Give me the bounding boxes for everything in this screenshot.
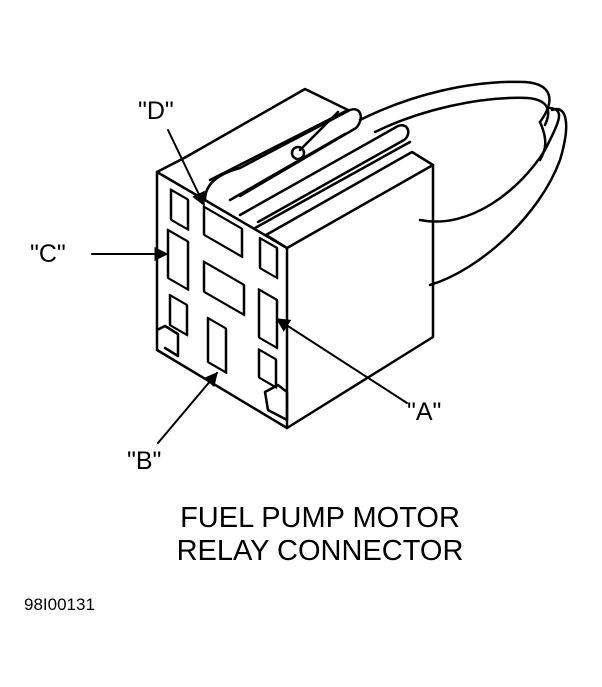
caption-line-2: RELAY CONNECTOR — [176, 535, 464, 567]
connector-body — [155, 87, 435, 430]
leader-lines — [91, 129, 408, 444]
label-b: "B" — [127, 447, 162, 475]
caption-line-1: FUEL PUMP MOTOR — [180, 502, 460, 534]
label-d: "D" — [138, 97, 174, 125]
figure-id: 98I00131 — [24, 595, 95, 614]
leader-d — [167, 129, 205, 207]
leader-a — [275, 318, 408, 404]
leader-b — [157, 371, 218, 444]
label-a: "A" — [407, 398, 442, 426]
wire-harness — [358, 80, 568, 287]
terminal-cavities — [155, 188, 289, 422]
label-c: "C" — [30, 240, 66, 268]
